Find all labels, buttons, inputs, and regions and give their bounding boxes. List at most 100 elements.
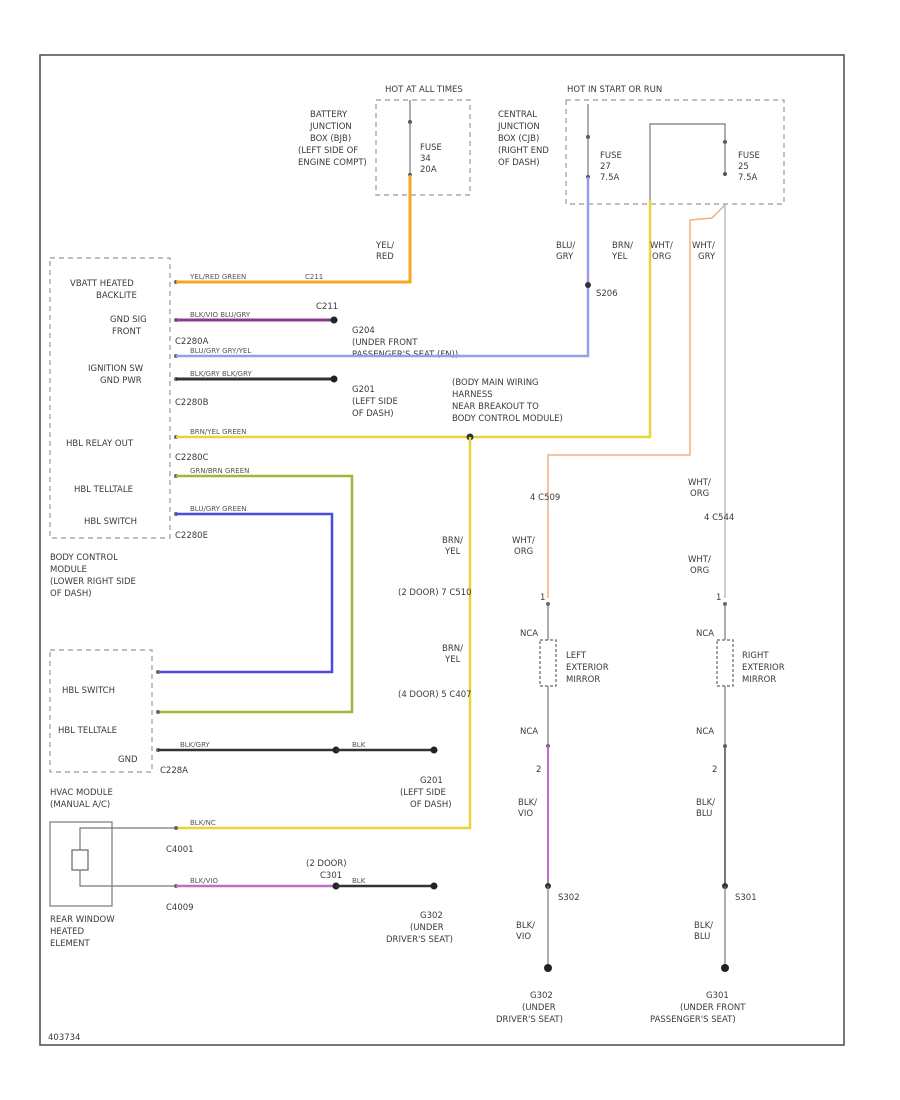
svg-text:BLK/NC: BLK/NC xyxy=(190,819,216,827)
svg-text:G302: G302 xyxy=(420,911,443,921)
yel-red-vertical-label: YEL/ RED xyxy=(375,241,394,262)
svg-text:20A: 20A xyxy=(420,165,437,175)
brn-yel-mid-label: BRN/ YEL xyxy=(442,536,463,557)
svg-text:GRY: GRY xyxy=(698,252,716,262)
svg-text:REAR WINDOW: REAR WINDOW xyxy=(50,915,115,925)
bcm-ignition-label: IGNITION SW GND PWR xyxy=(88,364,144,386)
svg-text:BODY CONTROL: BODY CONTROL xyxy=(50,553,118,563)
g302-left-label: G302 (UNDER DRIVER'S SEAT) xyxy=(386,911,453,945)
bcm-hbl-relay-out-label: HBL RELAY OUT xyxy=(66,439,134,449)
svg-text:NCA: NCA xyxy=(520,629,538,639)
g201-mid-label: G201 (LEFT SIDE OF DASH) xyxy=(400,776,452,810)
svg-text:FUSE: FUSE xyxy=(738,151,760,161)
svg-text:MIRROR: MIRROR xyxy=(566,675,600,685)
svg-text:BRN/: BRN/ xyxy=(442,644,463,654)
svg-text:LEFT: LEFT xyxy=(566,651,587,661)
g201-top-label: G201 (LEFT SIDE OF DASH) xyxy=(352,385,398,419)
c544-label: 4 C544 xyxy=(704,513,734,523)
svg-text:FRONT: FRONT xyxy=(112,327,142,337)
svg-text:BLU: BLU xyxy=(696,809,712,819)
c2280c-label: C2280C xyxy=(175,453,209,463)
c4009-label: C4009 xyxy=(166,903,194,913)
hvac-hbl-switch-label: HBL SWITCH xyxy=(62,686,115,696)
svg-text:BLU/: BLU/ xyxy=(556,241,575,251)
bcm-hbl-switch-label: HBL SWITCH xyxy=(84,517,137,527)
svg-text:(LEFT SIDE: (LEFT SIDE xyxy=(352,397,398,407)
hvac-hbl-telltale-label: HBL TELLTALE xyxy=(58,726,117,736)
c2280e-label: C2280E xyxy=(175,531,208,541)
svg-text:VBATT HEATED: VBATT HEATED xyxy=(70,279,134,289)
svg-text:OF DASH): OF DASH) xyxy=(410,800,452,810)
svg-text:BODY CONTROL MODULE): BODY CONTROL MODULE) xyxy=(452,414,563,424)
svg-text:BLK/VIO: BLK/VIO xyxy=(190,877,219,885)
svg-text:27: 27 xyxy=(600,162,611,172)
blk-vio-left-label: BLK/ VIO xyxy=(518,798,537,819)
heater-resistor xyxy=(71,849,89,871)
svg-text:DRIVER'S SEAT): DRIVER'S SEAT) xyxy=(496,1015,563,1025)
hvac-module-box xyxy=(49,649,153,773)
c509-label: 4 C509 xyxy=(530,493,560,503)
svg-text:NCA: NCA xyxy=(520,727,538,737)
battery-junction-box xyxy=(375,99,471,196)
svg-text:OF DASH): OF DASH) xyxy=(498,158,540,168)
svg-text:C301: C301 xyxy=(320,871,342,881)
diagram-id: 403734 xyxy=(48,1033,80,1043)
rear-window-label: REAR WINDOW HEATED ELEMENT xyxy=(50,915,115,949)
svg-text:YEL: YEL xyxy=(444,655,461,665)
svg-text:BRN/: BRN/ xyxy=(442,536,463,546)
body-control-module-box xyxy=(49,257,171,539)
svg-text:ENGINE COMPT): ENGINE COMPT) xyxy=(298,158,367,168)
svg-text:WHT/: WHT/ xyxy=(692,241,715,251)
svg-text:VIO: VIO xyxy=(518,809,533,819)
svg-text:G302: G302 xyxy=(530,991,553,1001)
blk-blu-right-label: BLK/ BLU xyxy=(696,798,715,819)
svg-text:BLK/: BLK/ xyxy=(518,798,537,808)
svg-text:OF DASH): OF DASH) xyxy=(352,409,394,419)
c407-label: (4 DOOR) 5 C407 xyxy=(398,690,472,700)
c2280b-label: C2280B xyxy=(175,398,209,408)
svg-text:ELEMENT: ELEMENT xyxy=(50,939,91,949)
left-mirror-label: LEFT EXTERIOR MIRROR xyxy=(566,651,609,685)
svg-text:JUNCTION: JUNCTION xyxy=(497,122,540,132)
bcm-hbl-telltale-label: HBL TELLTALE xyxy=(74,485,133,495)
g301-label: G301 (UNDER FRONT PASSENGER'S SEAT) xyxy=(650,991,746,1025)
svg-text:S301: S301 xyxy=(735,893,757,903)
wire-blk-gry-label: BLK/GRY BLK/GRY xyxy=(190,370,252,378)
wire-brn-yel-down xyxy=(176,437,472,830)
wht-org-left-label: WHT/ ORG xyxy=(512,536,535,557)
svg-text:MIRROR: MIRROR xyxy=(742,675,776,685)
svg-text:PASSENGER'S SEAT): PASSENGER'S SEAT) xyxy=(650,1015,736,1025)
two-door-c301-label: (2 DOOR) xyxy=(306,859,347,869)
svg-text:(UNDER FRONT: (UNDER FRONT xyxy=(352,338,418,348)
svg-text:FUSE: FUSE xyxy=(600,151,622,161)
brn-yel-top-label: BRN/ YEL xyxy=(611,241,633,262)
svg-text:BLU: BLU xyxy=(694,932,710,942)
fuse-27-label: FUSE 27 7.5A xyxy=(600,151,622,183)
fuse-34-label: FUSE 34 20A xyxy=(420,143,442,175)
svg-text:G201: G201 xyxy=(352,385,375,395)
svg-text:G201: G201 xyxy=(420,776,443,786)
svg-text:7.5A: 7.5A xyxy=(600,173,620,183)
rear-window-element-box xyxy=(49,821,113,907)
svg-text:2: 2 xyxy=(712,765,717,775)
hot-in-start-or-run-label: HOT IN START OR RUN xyxy=(567,85,662,95)
brn-yel-low-label: BRN/ YEL xyxy=(442,644,463,665)
svg-text:GND PWR: GND PWR xyxy=(100,376,142,386)
svg-text:ORG: ORG xyxy=(514,547,533,557)
svg-text:VIO: VIO xyxy=(516,932,531,942)
svg-text:GRY: GRY xyxy=(556,252,574,262)
svg-text:(RIGHT END: (RIGHT END xyxy=(498,146,549,156)
svg-text:WHT/: WHT/ xyxy=(688,555,711,565)
svg-text:RIGHT: RIGHT xyxy=(742,651,769,661)
svg-text:BLK: BLK xyxy=(352,741,366,749)
blk-blu-right-low-label: BLK/ BLU xyxy=(694,921,713,942)
svg-text:(LEFT SIDE: (LEFT SIDE xyxy=(400,788,446,798)
svg-text:(MANUAL A/C): (MANUAL A/C) xyxy=(50,800,110,810)
wire-blu-gry xyxy=(176,177,590,358)
svg-text:1: 1 xyxy=(716,593,721,603)
wht-gry-top-label: WHT/ GRY xyxy=(692,241,716,262)
body-control-module-label: BODY CONTROL MODULE (LOWER RIGHT SIDE OF… xyxy=(50,553,136,599)
svg-text:DRIVER'S SEAT): DRIVER'S SEAT) xyxy=(386,935,453,945)
wire-blk-vio-label: BLK/VIO BLU/GRY xyxy=(190,311,251,319)
